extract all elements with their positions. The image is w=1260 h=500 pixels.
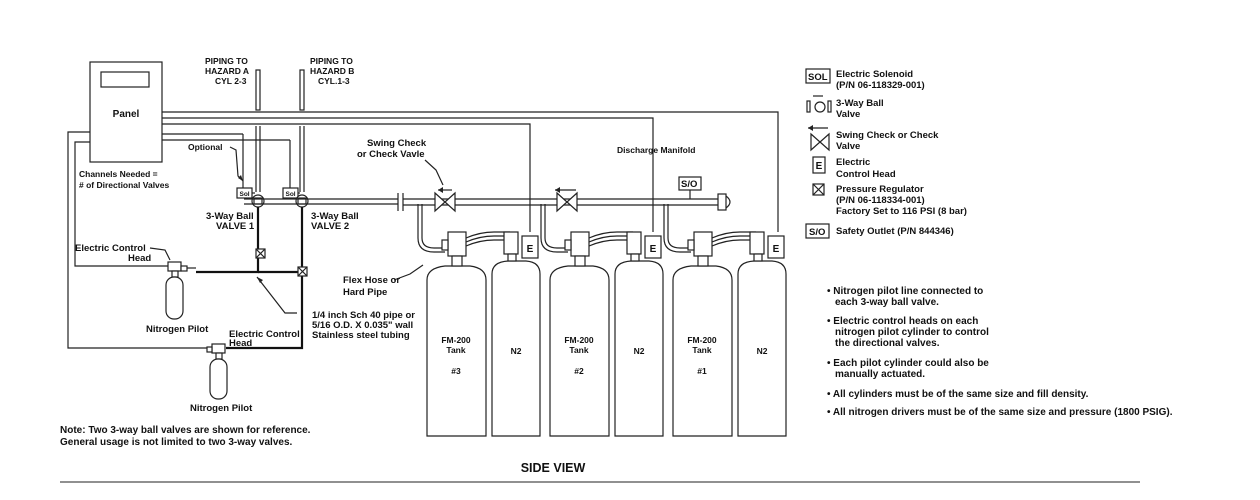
legend-regulator-1: Pressure Regulator [836,184,924,195]
tank-1-name: FM-200 [687,335,717,345]
panel: Panel [89,61,163,163]
sol-label-2: Sol [286,191,296,198]
tank-3-name: FM-200 [441,335,471,345]
note-line-1: Note: Two 3-way ball valves are shown fo… [60,425,311,436]
sol-label-1: Sol [240,191,250,198]
note-line-2: General usage is not limited to two 3-wa… [60,437,293,448]
panel-label: Panel [113,109,140,120]
safety-outlet: S/O [678,176,702,199]
bullet-1-line-2: each 3-way ball valve. [835,297,939,308]
e-head-1: E [773,244,780,255]
n2-2: N2 [634,346,645,356]
elec-head-2-label-1: Electric Control [229,329,300,340]
valve1-label-2: VALVE 1 [216,221,255,232]
n2-1: N2 [757,346,768,356]
tubing-label-1: 1/4 inch Sch 40 pipe or [312,310,415,321]
swing-check-label-2: or Check Vavle [357,149,425,160]
nitrogen-pilot-cylinder-2 [206,343,228,400]
tank-3-num: #3 [451,366,461,376]
legend-sol-1: Electric Solenoid [836,69,913,80]
discharge-manifold-label: Discharge Manifold [617,145,695,155]
legend-e-symbol: E [816,161,823,172]
valve1-label-1: 3-Way Ball [206,211,254,222]
legend-swing-check-1: Swing Check or Check [836,130,939,141]
bullet-5-line-1: • All nitrogen drivers must be of the sa… [827,407,1173,418]
piping-b-label-2: HAZARD B [310,66,354,76]
piping-b-label-1: PIPING TO [310,56,353,66]
legend-elec-head-1: Electric [836,157,870,168]
valve2-label-1: 3-Way Ball [311,211,359,222]
check-valve-1 [434,187,456,213]
nitrogen-pilot-cylinder-1 [165,261,196,320]
legend-regulator-3: Factory Set to 116 PSI (8 bar) [836,206,967,217]
piping-a-label-3: CYL 2-3 [215,76,247,86]
tank-1-sub: Tank [692,345,711,355]
bullet-1-line-1: • Nitrogen pilot line connected to [827,286,983,297]
valve2-label-2: VALVE 2 [311,221,349,232]
elec-head-2-label-2: Head [229,338,252,349]
tank-2-num: #2 [574,366,584,376]
piping-a-label-1: PIPING TO [205,56,248,66]
elec-head-1-label-1: Electric Control [75,243,146,254]
flex-hose-label-2: Hard Pipe [343,287,387,298]
main-header-pipe [244,193,731,211]
legend-swing-check-2: Valve [836,141,860,152]
elec-head-1-label-2: Head [128,253,151,264]
tank-group-3: FM-200 Tank #3 E N2 [417,204,541,437]
piping-b-label-3: CYL.1-3 [318,76,350,86]
legend-ball-valve-1: 3-Way Ball [836,98,884,109]
tank-group-2: FM-200 Tank #2 E N2 [540,204,664,437]
n2-3: N2 [511,346,522,356]
bullet-2-line-2: nitrogen pilot cylinder to control [835,327,989,338]
legend: SOL Electric Solenoid (P/N 06-118329-001… [805,68,967,239]
tank-group-1: FM-200 Tank #1 E N2 [663,204,787,437]
legend-so-symbol: S/O [809,227,825,238]
optional-label: Optional [188,142,222,152]
legend-sol-symbol: SOL [808,72,828,83]
tank-3-sub: Tank [446,345,465,355]
so-label: S/O [681,179,697,190]
legend-regulator-2: (P/N 06-118334-001) [836,195,925,206]
piping-a-label-2: HAZARD A [205,66,249,76]
panel-wiring [67,111,779,349]
bullet-notes: • Nitrogen pilot line connected to each … [827,286,1173,418]
legend-safety-outlet: Safety Outlet (P/N 844346) [836,226,954,237]
e-head-3: E [527,244,534,255]
bullet-3-line-2: manually actuated. [835,369,925,380]
swing-check-label-1: Swing Check [367,138,427,149]
channels-label-2: # of Directional Valves [79,180,170,190]
bullet-4-line-1: • All cylinders must be of the same size… [827,389,1089,400]
legend-sol-2: (P/N 06-118329-001) [836,80,925,91]
nitrogen-pilot-1-label: Nitrogen Pilot [146,324,209,335]
tubing-label-3: Stainless steel tubing [312,330,410,341]
check-valve-2 [555,187,578,213]
bullet-3-line-1: • Each pilot cylinder could also be [827,358,989,369]
tank-1-num: #1 [697,366,707,376]
tank-2-name: FM-200 [564,335,594,345]
hazard-piping [255,69,305,192]
nitrogen-pilot-2-label: Nitrogen Pilot [190,403,253,414]
legend-elec-head-2: Control Head [836,169,896,180]
channels-label-1: Channels Needed = [79,169,158,179]
legend-ball-valve-2: Valve [836,109,860,120]
bullet-2-line-1: • Electric control heads on each [827,316,978,327]
e-head-2: E [650,244,657,255]
bullet-2-line-3: the directional valves. [835,338,940,349]
side-view-label: SIDE VIEW [521,461,586,475]
flex-hose-label-1: Flex Hose or [343,275,400,286]
tubing-label-2: 5/16 O.D. X 0.035" wall [312,320,413,331]
tank-2-sub: Tank [569,345,588,355]
nitrogen-pilot-lines [196,207,308,350]
